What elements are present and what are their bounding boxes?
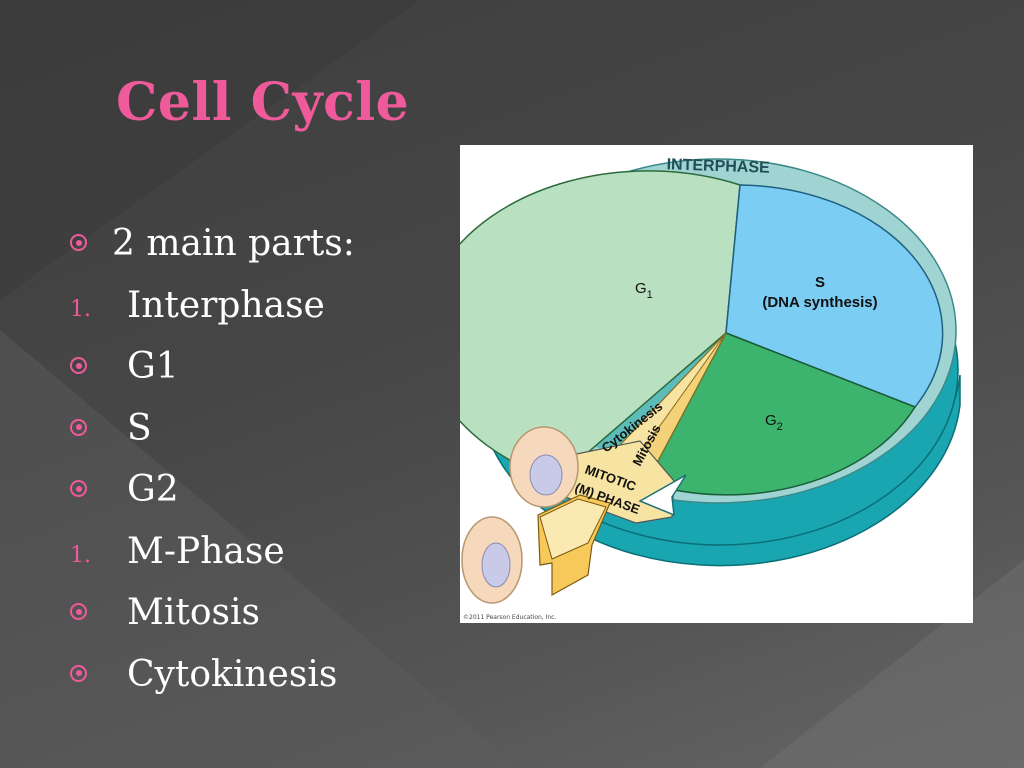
- bullet-marker-icon: [70, 653, 87, 698]
- ring-arrowhead: [638, 474, 687, 517]
- cell-cycle-diagram: INTERPHASE G1 S (DNA synthesis) G2 Cytok…: [460, 145, 973, 623]
- bullet-marker-icon: [70, 407, 87, 452]
- bullet-text: M-Phase: [127, 530, 285, 572]
- ring-label: INTERPHASE: [666, 156, 770, 177]
- cell-icon-2: [461, 516, 523, 604]
- cell-icon-1: [509, 426, 579, 508]
- bullet-text: G2: [127, 469, 179, 510]
- credit-text: ©2011 Pearson Education, Inc.: [463, 614, 557, 621]
- bullet-marker-icon: [70, 345, 87, 390]
- s-sector: [725, 184, 944, 408]
- bullet-text: Cytokinesis: [127, 653, 338, 695]
- bullet-text: S: [127, 407, 152, 449]
- bullet-marker-icon: [70, 222, 87, 267]
- number-marker: 1.: [70, 542, 91, 568]
- g2-sector: [644, 332, 917, 496]
- s-label: S: [815, 274, 825, 291]
- arrow-face: [539, 498, 607, 560]
- bullet-text: G1: [127, 346, 179, 387]
- slide-title: Cell Cycle: [116, 72, 410, 133]
- bullet-text: Interphase: [127, 284, 325, 326]
- g1-label: G1: [635, 280, 653, 301]
- g2-label: G2: [765, 412, 783, 433]
- g1-sector: [460, 170, 741, 481]
- bullet-marker-icon: [70, 468, 87, 513]
- s-sub-label: (DNA synthesis): [762, 294, 877, 311]
- bullet-marker-icon: [70, 591, 87, 636]
- bullet-text: Mitosis: [127, 592, 260, 633]
- number-marker: 1.: [70, 296, 91, 322]
- bullet-text: 2 main parts:: [112, 223, 355, 264]
